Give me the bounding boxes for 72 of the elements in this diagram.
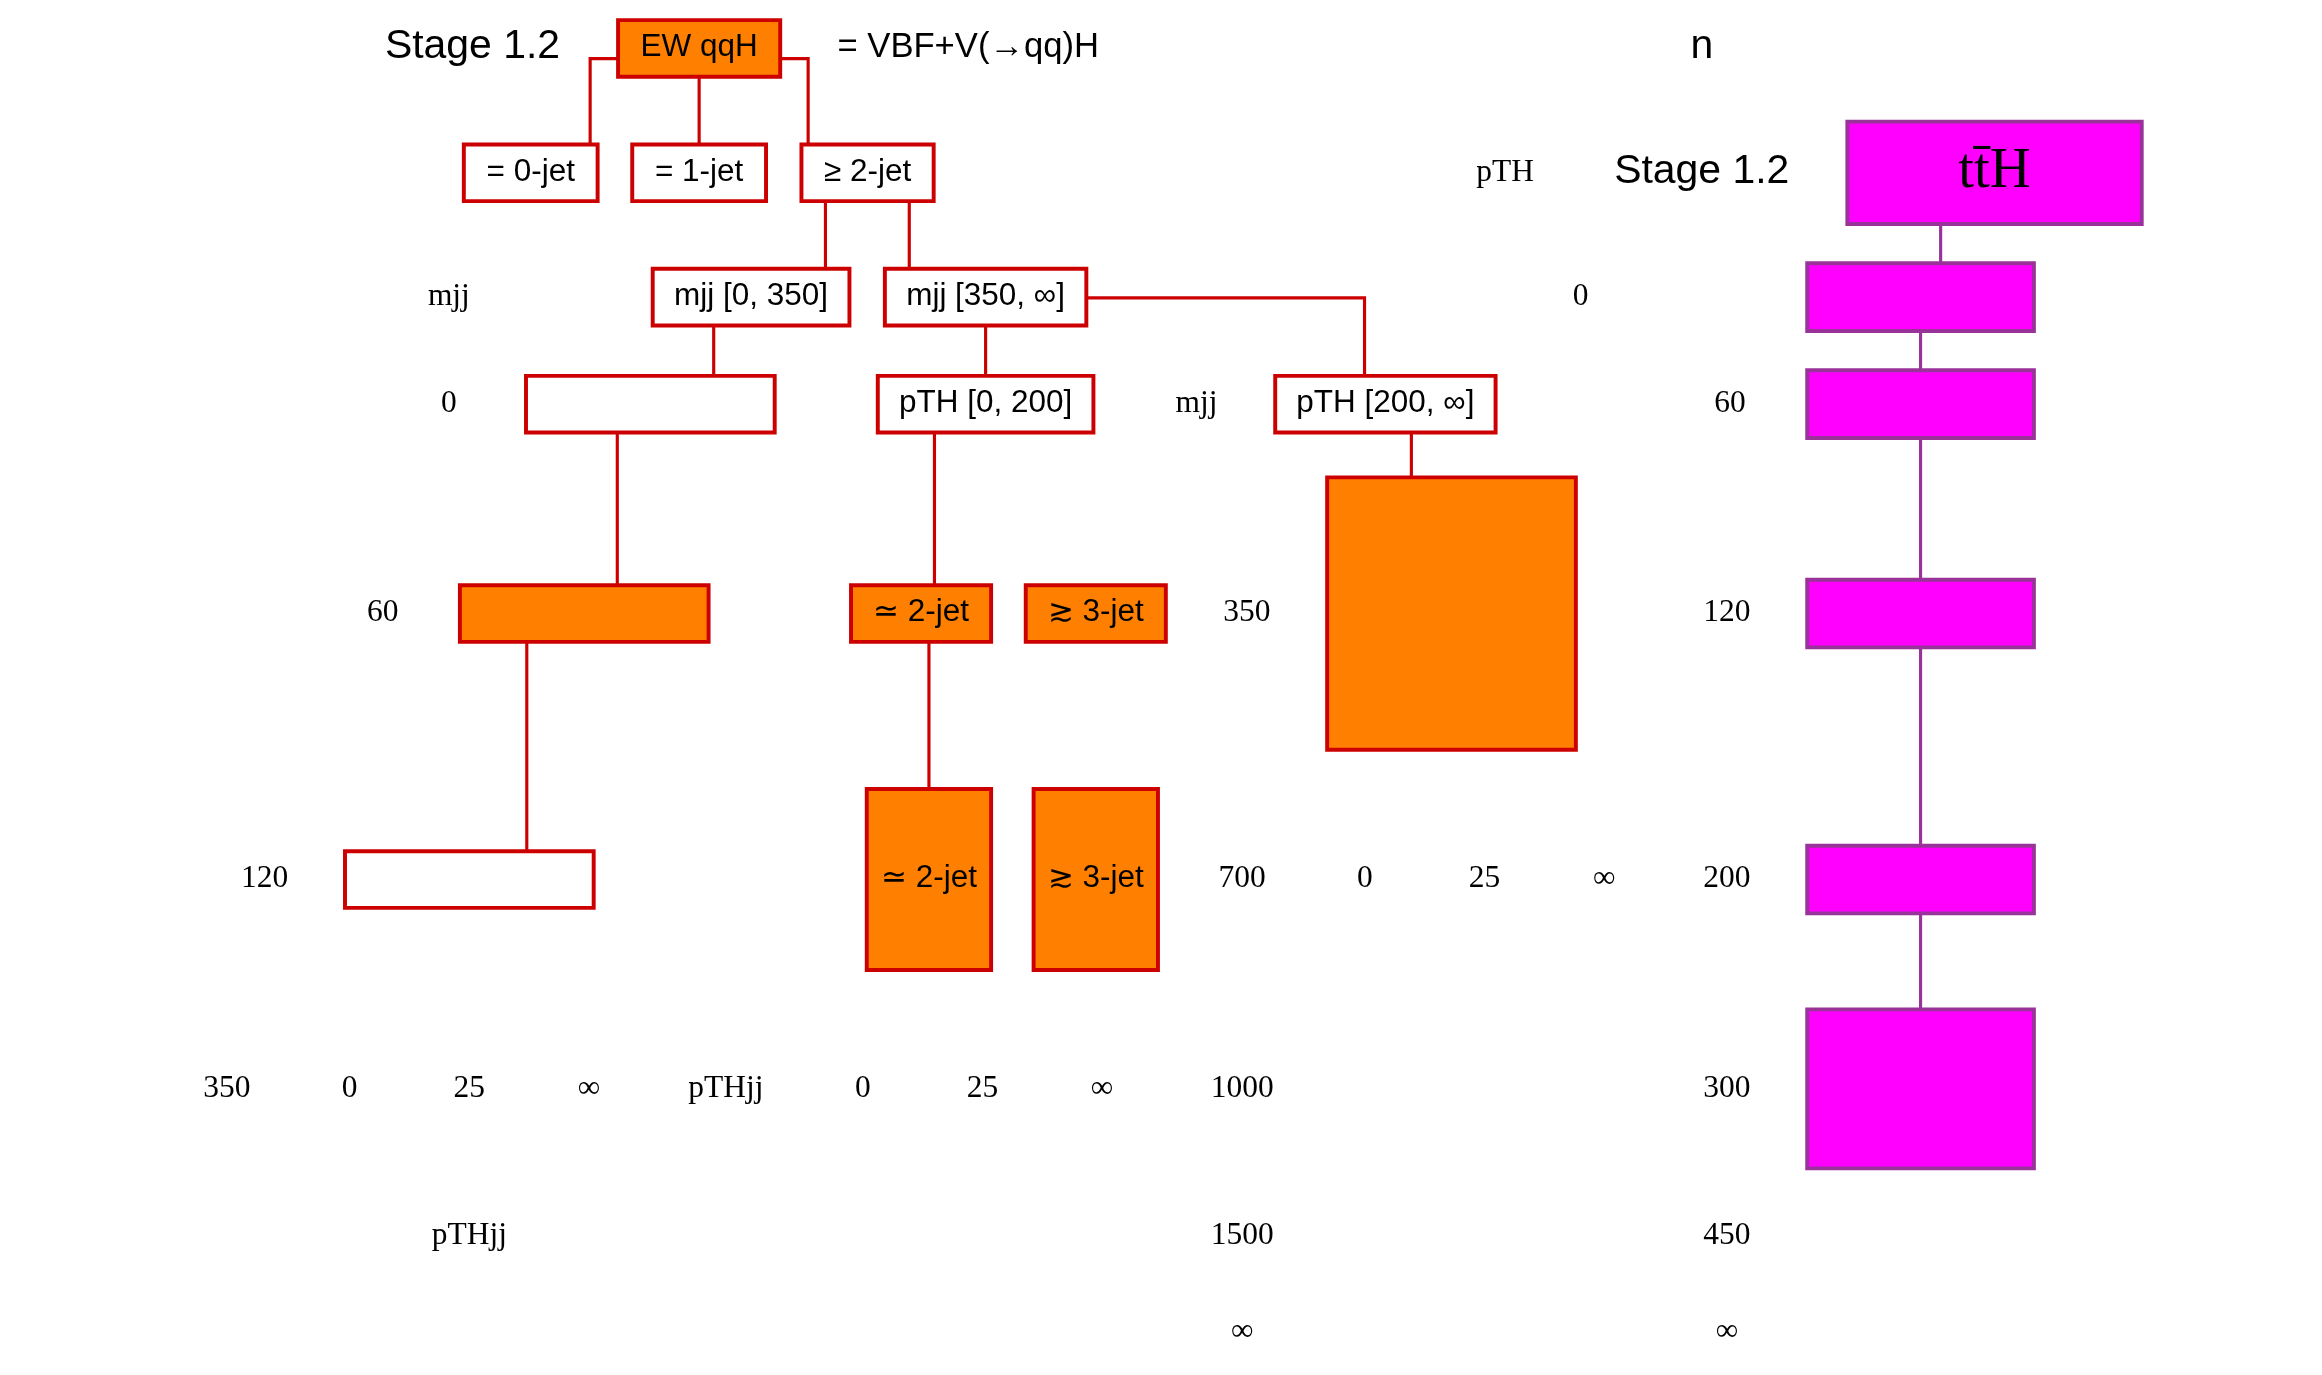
node-box: pTH [0, 200] xyxy=(875,373,1095,435)
connector xyxy=(926,642,930,789)
connector xyxy=(524,642,528,851)
connector xyxy=(1918,913,1922,1010)
connector xyxy=(823,201,827,269)
label: mjj xyxy=(427,277,470,313)
label: pTHjj xyxy=(687,1068,763,1104)
connector xyxy=(1918,647,1922,846)
node-box: EW qqH xyxy=(615,18,782,79)
connector xyxy=(1086,296,1366,376)
connector xyxy=(1938,224,1942,263)
label: 0 xyxy=(854,1068,871,1104)
node-box: mjj [350, ∞] xyxy=(882,266,1088,328)
node-box xyxy=(1804,577,2036,650)
connector xyxy=(983,325,987,376)
label: 25 xyxy=(1468,859,1500,895)
label: 1000 xyxy=(1210,1068,1274,1104)
label: ∞ xyxy=(577,1068,600,1104)
label: n xyxy=(1689,21,1713,68)
node-label: = VBF+V(→qq)H xyxy=(837,26,1099,65)
label: 450 xyxy=(1702,1215,1751,1251)
node-box: ≳ 3-jet xyxy=(1031,787,1160,972)
label: ∞ xyxy=(1230,1311,1253,1347)
node-box xyxy=(1804,368,2036,440)
label: ∞ xyxy=(1592,859,1615,895)
label: 1500 xyxy=(1210,1215,1274,1251)
node-box: ≃ 2-jet xyxy=(848,583,993,644)
node-box xyxy=(523,373,777,435)
node-box xyxy=(1804,843,2036,916)
label: 120 xyxy=(1702,593,1751,629)
node-box: ≳ 3-jet xyxy=(1023,583,1168,644)
label: 350 xyxy=(1222,593,1270,629)
label: 120 xyxy=(240,859,288,895)
node-box: tt̄H xyxy=(1844,119,2144,226)
node-box xyxy=(1324,475,1578,752)
node-box xyxy=(457,583,711,644)
node-box xyxy=(342,849,596,910)
node-box: ≃ 2-jet xyxy=(864,787,993,972)
connector xyxy=(1918,438,1922,580)
node-box: = 0-jet xyxy=(461,142,600,204)
label: 0 xyxy=(1572,277,1588,313)
label: 300 xyxy=(1702,1068,1751,1104)
label: pTH xyxy=(1475,152,1534,188)
node-box: = 1-jet xyxy=(629,142,768,204)
label: Stage 1.2 xyxy=(1613,145,1789,192)
label: pTHjj xyxy=(431,1215,507,1251)
label: 700 xyxy=(1218,859,1266,895)
node-box: mjj [0, 350] xyxy=(650,266,851,328)
connector xyxy=(1409,432,1413,478)
connector xyxy=(697,77,701,145)
label: ∞ xyxy=(1715,1311,1738,1347)
label: Stage 1.2 xyxy=(384,21,560,68)
label: 60 xyxy=(366,593,398,629)
label: 350 xyxy=(202,1068,251,1104)
connector xyxy=(1918,331,1922,371)
label: 25 xyxy=(453,1068,485,1104)
label: ∞ xyxy=(1090,1068,1113,1104)
label: 0 xyxy=(440,384,457,420)
node-box: pTH [200, ∞] xyxy=(1272,373,1498,435)
label: 60 xyxy=(1713,384,1746,420)
connector xyxy=(615,432,619,585)
label: mjj xyxy=(1175,384,1218,420)
connector xyxy=(932,432,936,585)
label: 0 xyxy=(1356,859,1373,895)
node-box: ≥ 2-jet xyxy=(799,142,936,204)
label: 200 xyxy=(1702,859,1751,895)
label: 25 xyxy=(966,1068,998,1104)
label: 0 xyxy=(341,1068,358,1104)
node-box xyxy=(1804,261,2036,333)
connector xyxy=(907,201,911,269)
node-box xyxy=(1804,1007,2036,1171)
connector xyxy=(711,325,715,376)
